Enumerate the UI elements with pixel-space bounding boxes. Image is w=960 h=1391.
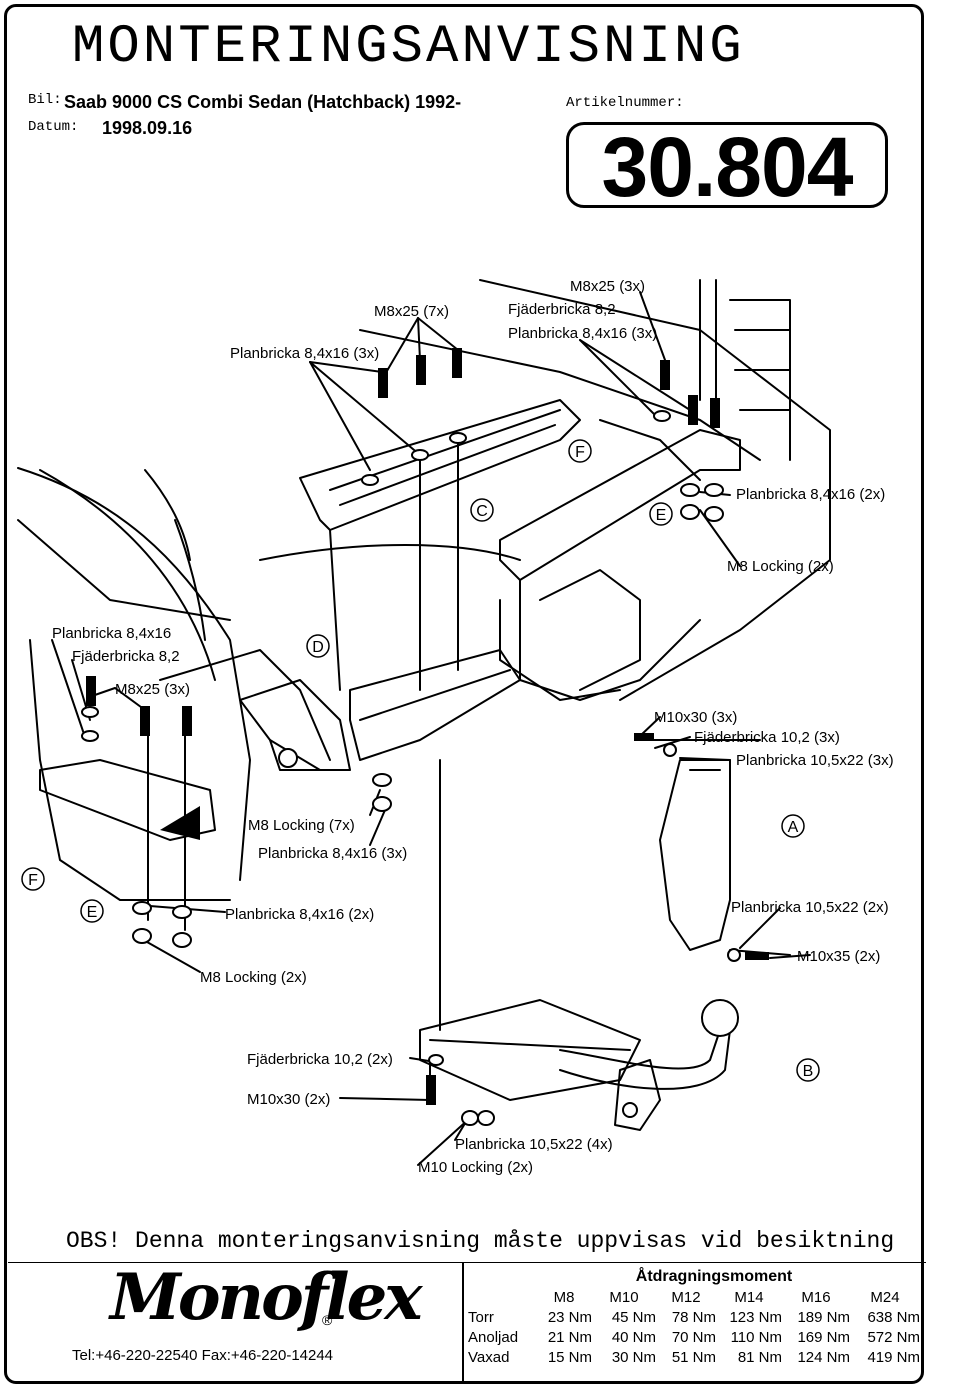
torque-row-label: Torr (468, 1309, 494, 1326)
datum-label: Datum: (28, 119, 79, 135)
label-m8x25-7x: M8x25 (7x) (374, 303, 449, 320)
torque-cell: 21 Nm (547, 1329, 592, 1346)
label-planbricka-8-4-2x-left: Planbricka 8,4x16 (2x) (225, 906, 374, 923)
torque-cell: 23 Nm (547, 1309, 592, 1326)
label-planbricka-10-5-3x: Planbricka 10,5x22 (3x) (736, 752, 894, 769)
torque-table: Åtdragningsmoment M8 M10 M12 M14 M16 M24… (468, 1268, 920, 1368)
torque-col-header: M16 (801, 1288, 831, 1306)
torque-cell: 638 Nm (867, 1309, 920, 1326)
torque-cell: 40 Nm (611, 1329, 656, 1346)
torque-col-header: M24 (870, 1288, 900, 1306)
label-fjaderbricka-8-2-top: Fjäderbricka 8,2 (508, 301, 616, 318)
article-number-box: 30.804 (566, 120, 888, 214)
label-m8-locking-2x-left: M8 Locking (2x) (200, 969, 307, 986)
artikel-label: Artikelnummer: (566, 95, 684, 111)
monoflex-logo: Monoflex (110, 1260, 422, 1335)
label-planbricka-8-4-3x-mid: Planbricka 8,4x16 (3x) (258, 845, 407, 862)
marker-f-left: F (28, 872, 38, 889)
article-number: 30.804 (601, 120, 854, 214)
torque-cell: 45 Nm (611, 1309, 656, 1326)
label-m8-locking-7x: M8 Locking (7x) (248, 817, 355, 834)
label-planbricka-8-4-3x-top-left: Planbricka 8,4x16 (3x) (230, 345, 379, 362)
torque-cell: 124 Nm (797, 1349, 850, 1366)
table-row: Torr 23 Nm 45 Nm 78 Nm 123 Nm 189 Nm 638… (468, 1308, 920, 1328)
torque-col-header: M10 (609, 1288, 639, 1306)
bil-label: Bil: (28, 92, 62, 108)
torque-cell: 189 Nm (797, 1309, 850, 1326)
inspection-notice: OBS! Denna monteringsanvisning måste upp… (66, 1228, 895, 1254)
label-m8-locking-2x-right: M8 Locking (2x) (727, 558, 834, 575)
torque-cell: 169 Nm (797, 1329, 850, 1346)
label-planbricka-10-5-2x: Planbricka 10,5x22 (2x) (731, 899, 889, 916)
torque-col-header: M14 (734, 1288, 764, 1306)
label-m8x25-3x-top: M8x25 (3x) (570, 278, 645, 295)
torque-grid: M8 M10 M12 M14 M16 M24 Torr 23 Nm 45 Nm … (468, 1286, 920, 1368)
torque-cell: 123 Nm (729, 1309, 782, 1326)
page-title: MONTERINGSANVISNING (72, 17, 745, 78)
footer-column-divider (462, 1262, 464, 1384)
torque-row-label: Anoljad (468, 1329, 519, 1346)
torque-col-header: M12 (671, 1288, 701, 1306)
marker-d: D (312, 639, 324, 656)
torque-cell: 30 Nm (611, 1349, 656, 1366)
torque-cell: 70 Nm (671, 1329, 716, 1346)
marker-f-top: F (575, 444, 585, 461)
marker-a: A (788, 819, 799, 836)
torque-cell: 419 Nm (867, 1349, 920, 1366)
contact-info: Tel:+46-220-22540 Fax:+46-220-14244 (72, 1347, 334, 1364)
bil-value: Saab 9000 CS Combi Sedan (Hatchback) 199… (64, 92, 462, 112)
torque-col-header: M8 (553, 1288, 575, 1306)
torque-cell: 572 Nm (867, 1329, 920, 1346)
registered-mark: ® (322, 1312, 333, 1328)
label-fjaderbricka-10-2-2x: Fjäderbricka 10,2 (2x) (247, 1051, 393, 1068)
label-fjaderbricka-10-2-3x: Fjäderbricka 10,2 (3x) (694, 729, 840, 746)
torque-header-row: M8 M10 M12 M14 M16 M24 (468, 1286, 920, 1308)
torque-row-label: Vaxad (468, 1349, 510, 1366)
label-planbricka-8-4-2x-right: Planbricka 8,4x16 (2x) (736, 486, 885, 503)
marker-e-right: E (656, 507, 667, 524)
label-planbricka-8-4-3x-top-right: Planbricka 8,4x16 (3x) (508, 325, 657, 342)
label-m10-locking-2x: M10 Locking (2x) (418, 1159, 533, 1176)
torque-corner (468, 1286, 536, 1308)
table-row: Anoljad 21 Nm 40 Nm 70 Nm 110 Nm 169 Nm … (468, 1328, 920, 1348)
label-m8x25-3x-left: M8x25 (3x) (115, 681, 190, 698)
marker-c: C (476, 503, 488, 520)
page-frame (4, 4, 924, 1384)
datum-value: 1998.09.16 (102, 118, 193, 138)
label-m10x35-2x: M10x35 (2x) (797, 948, 880, 965)
label-fjaderbricka-8-2-left: Fjäderbricka 8,2 (72, 648, 180, 665)
label-m10x30-2x: M10x30 (2x) (247, 1091, 330, 1108)
torque-cell: 78 Nm (671, 1309, 716, 1326)
torque-cell: 51 Nm (671, 1349, 716, 1366)
label-planbricka-10-5-4x: Planbricka 10,5x22 (4x) (455, 1136, 613, 1153)
table-row: Vaxad 15 Nm 30 Nm 51 Nm 81 Nm 124 Nm 419… (468, 1348, 920, 1368)
footer-divider (8, 1262, 926, 1263)
marker-e-left: E (87, 904, 98, 921)
torque-cell: 110 Nm (730, 1329, 782, 1346)
label-planbricka-8-4-left: Planbricka 8,4x16 (52, 625, 171, 642)
torque-heading: Åtdragningsmoment (635, 1268, 793, 1285)
torque-cell: 15 Nm (547, 1349, 592, 1366)
label-m10x30-3x: M10x30 (3x) (654, 709, 737, 726)
marker-b: B (803, 1063, 814, 1080)
torque-cell: 81 Nm (737, 1349, 782, 1366)
